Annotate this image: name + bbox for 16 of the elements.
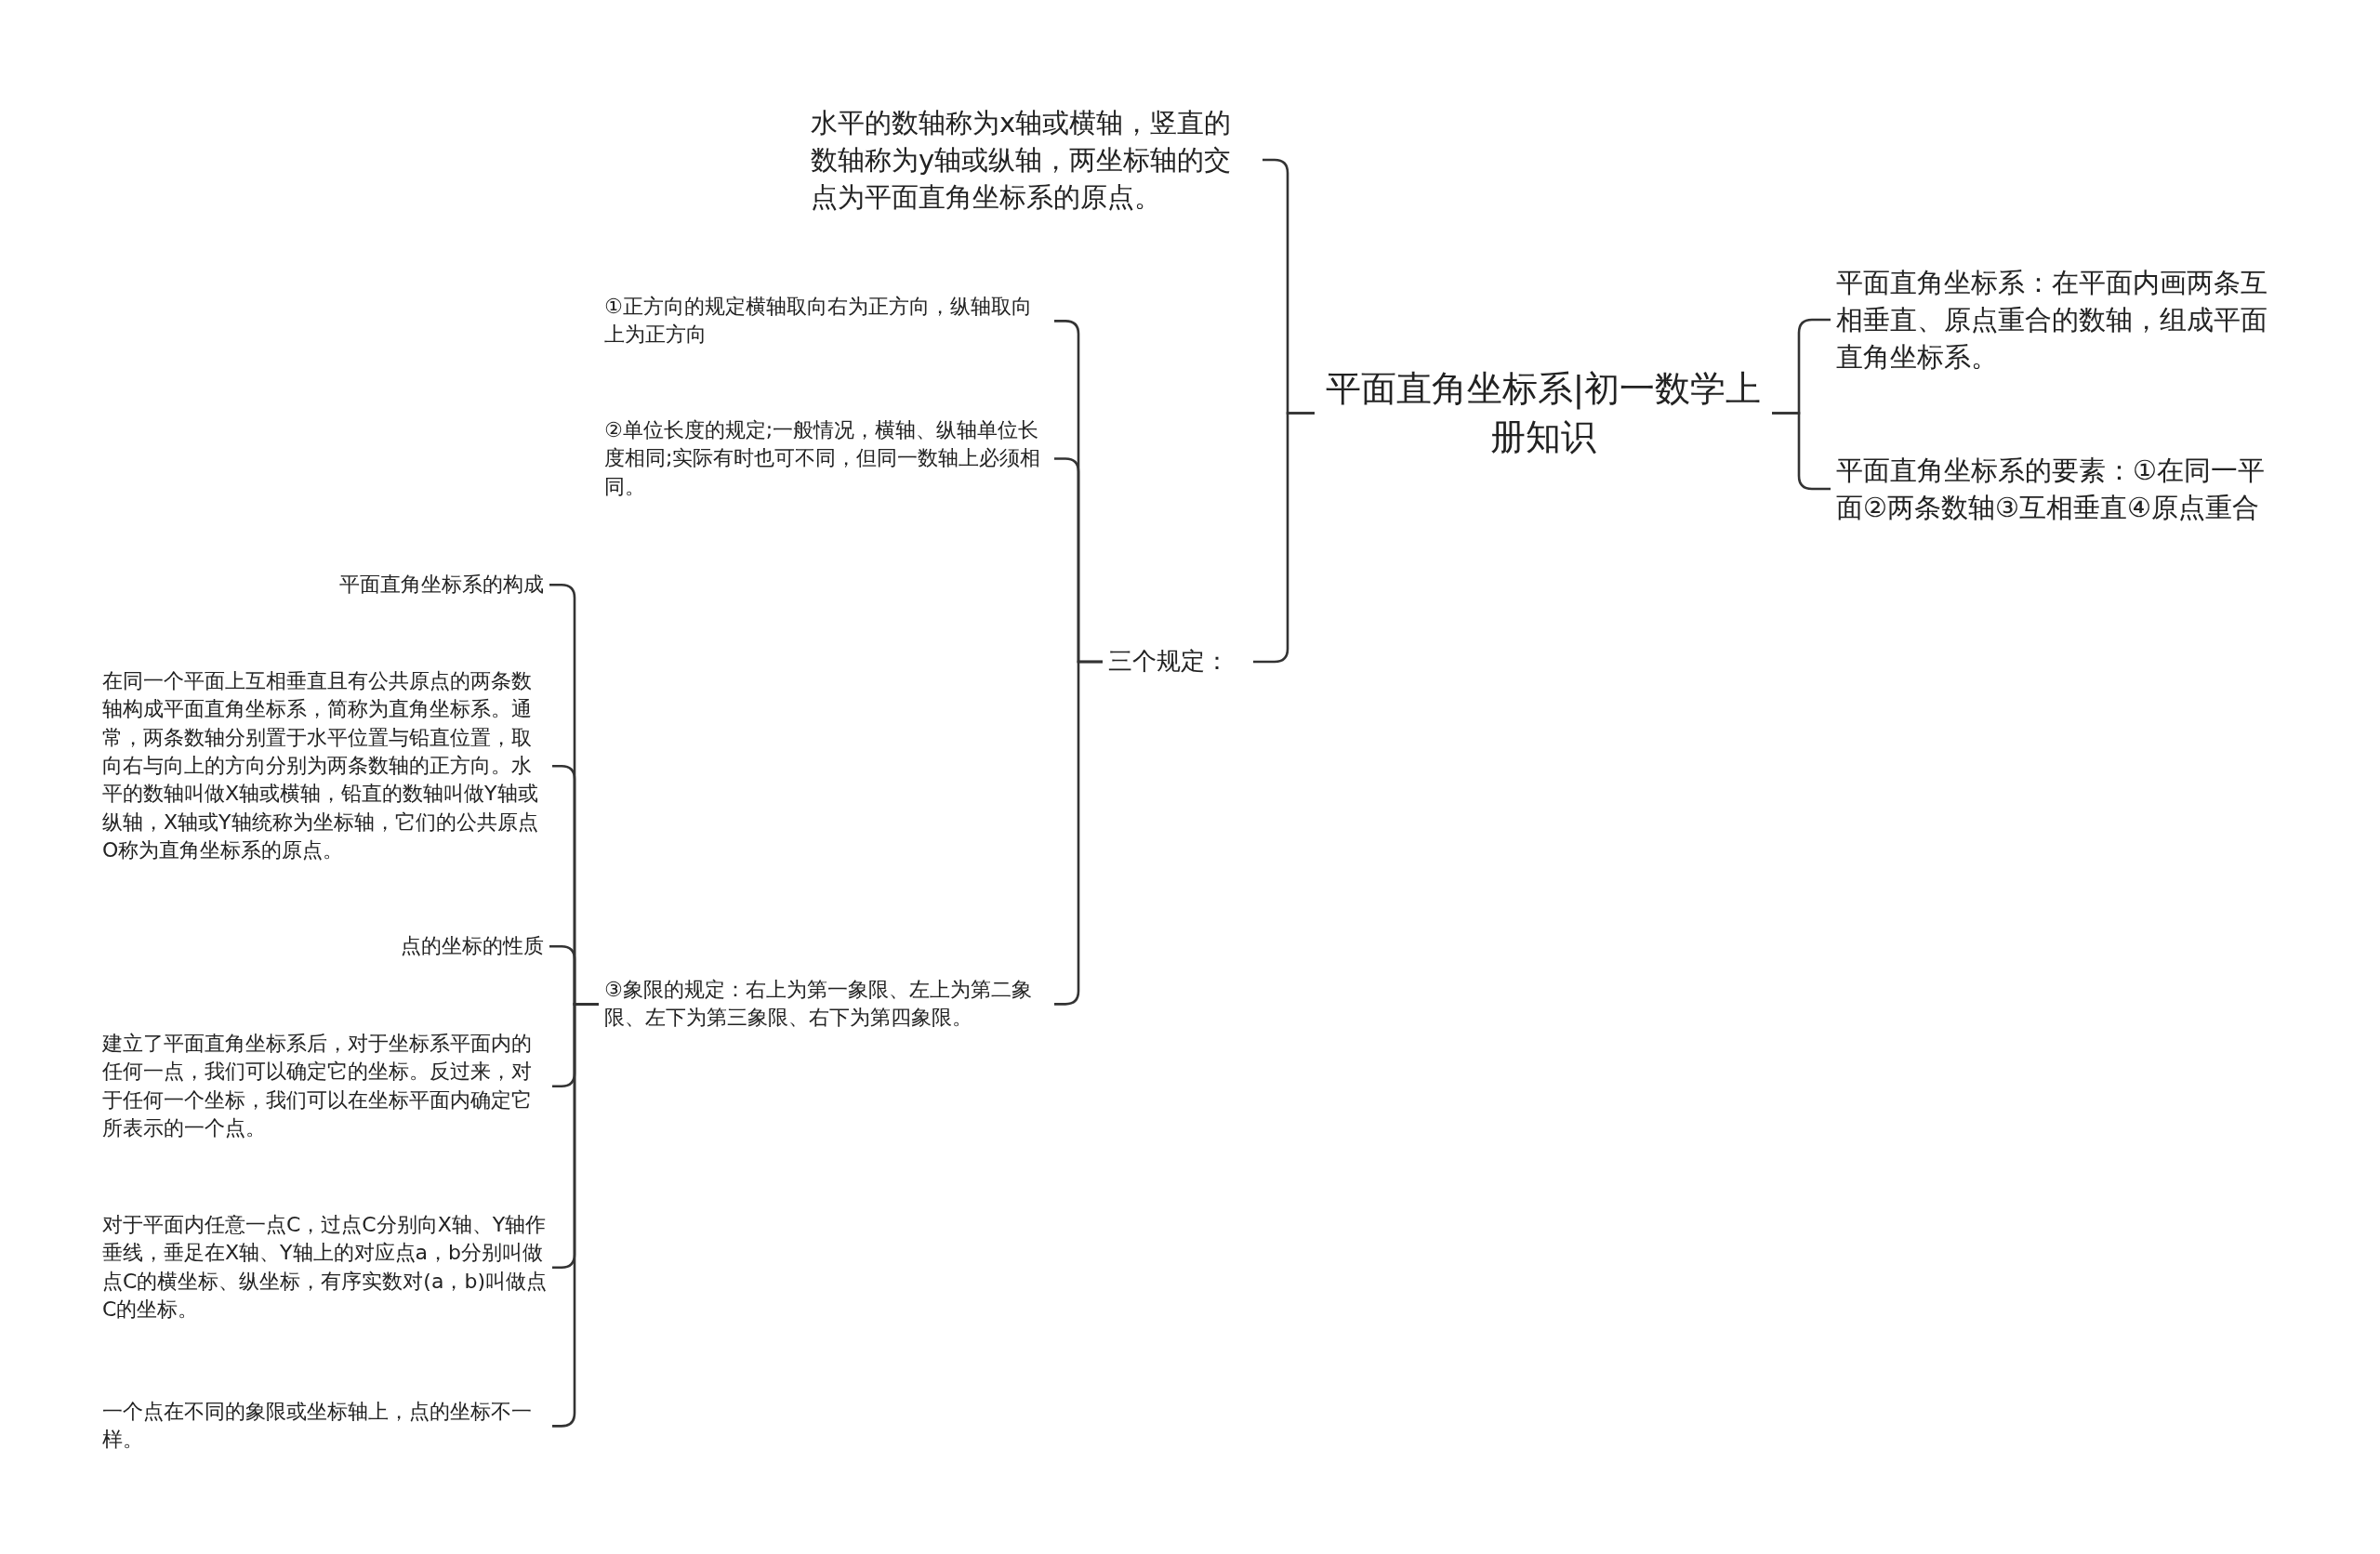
topic-text: 平面直角坐标系的构成	[279, 571, 544, 599]
topic-text: 平面直角坐标系的要素：①在同一平面②两条数轴③互相垂直④原点重合	[1836, 452, 2273, 527]
topic-text: ①正方向的规定横轴取向右为正方向，纵轴取向上为正方向	[604, 293, 1049, 349]
topic-text: ③象限的规定：右上为第一象限、左上为第二象限、左下为第三象限、右下为第四象限。	[604, 976, 1049, 1033]
topic-text: 建立了平面直角坐标系后，对于坐标系平面内的任何一点，我们可以确定它的坐标。反过来，对于任何一个坐标，我们可以在坐标平面内确定它所表示的一个点。	[102, 1030, 547, 1143]
topic-text: 水平的数轴称为x轴或横轴，竖直的数轴称为y轴或纵轴，两坐标轴的交点为平面直角坐标系的原点。	[811, 104, 1257, 217]
topic-text: 平面直角坐标系：在平面内画两条互相垂直、原点重合的数轴，组成平面直角坐标系。	[1836, 264, 2273, 376]
topic-text: 对于平面内任意一点C，过点C分别向X轴、Y轴作垂线，垂足在X轴、Y轴上的对应点a，b分别叫做点C的横坐标、纵坐标，有序实数对(a，b)叫做点C的坐标。	[102, 1211, 547, 1324]
topic-text: 在同一个平面上互相垂直且有公共原点的两条数轴构成平面直角坐标系，简称为直角坐标系。通常，两条数轴分别置于水平位置与铅直位置，取向右与向上的方向分别为两条数轴的正方向。水平的数轴叫做X轴或横轴，铅直的数轴叫做Y轴或纵轴，X轴或Y轴统称为坐标轴，它们的公共原点O称为直角坐标系的原点。	[102, 667, 547, 865]
topic-text: 三个规定：	[1108, 645, 1248, 678]
connector-line	[1253, 412, 1315, 664]
connector-line	[1772, 412, 1831, 491]
topic-text: ②单位长度的规定;一般情况，横轴、纵轴单位长度相同;实际有时也可不同，但同一数轴上必须相同。	[604, 416, 1049, 502]
topic-text: 一个点在不同的象限或坐标轴上，点的坐标不一样。	[102, 1398, 547, 1455]
central-topic: 平面直角坐标系|初一数学上册知识	[1320, 364, 1766, 462]
topic-text: 点的坐标的性质	[279, 932, 544, 961]
